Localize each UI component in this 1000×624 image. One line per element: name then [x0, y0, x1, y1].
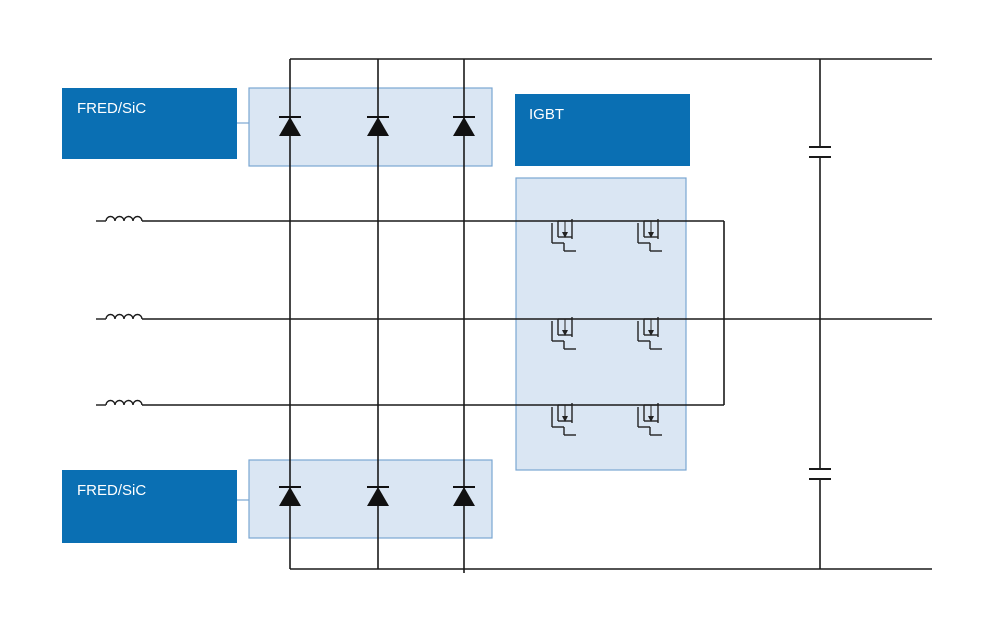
inductor-1 — [96, 215, 143, 222]
top-diode-label-box — [62, 88, 237, 159]
bottom-diode-label-box — [62, 470, 237, 543]
top-diode-label: FRED/SiC — [77, 100, 146, 117]
inductor-3 — [96, 399, 143, 406]
wiring — [142, 58, 932, 573]
inductor-2 — [96, 313, 143, 320]
capacitor-top — [809, 146, 831, 158]
bottom-diode-label: FRED/SiC — [77, 482, 146, 499]
switch-label-box — [515, 94, 690, 166]
switch-label: IGBT — [529, 106, 564, 123]
capacitor-bottom — [809, 468, 831, 480]
